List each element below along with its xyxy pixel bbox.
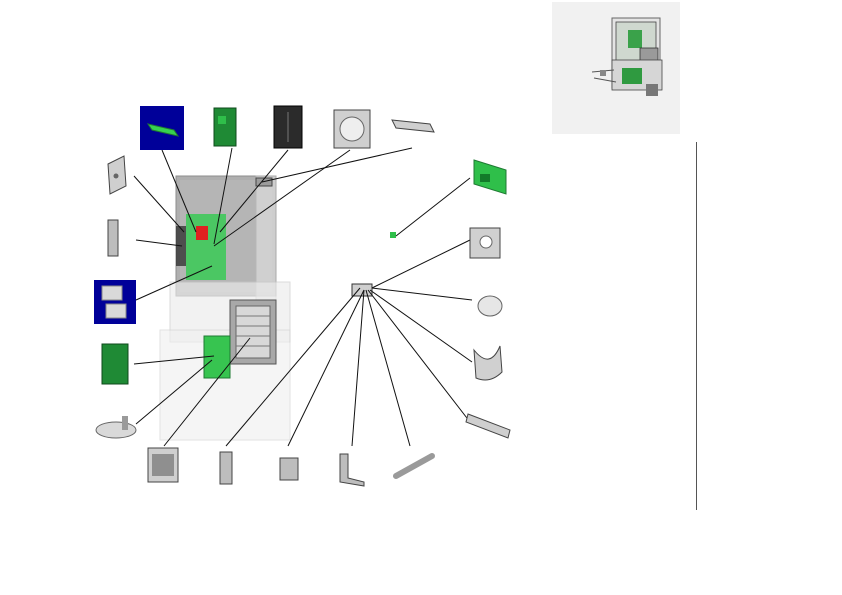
latch-icon [107, 219, 119, 257]
pcb-icon [473, 159, 507, 195]
cam-icon [473, 345, 503, 381]
main-assembly [159, 175, 396, 441]
pcb-icon [101, 343, 129, 385]
roller-icon [477, 295, 503, 317]
overview-thumbnail [591, 17, 663, 96]
fan-housing-icon [333, 109, 371, 149]
leader-lines [133, 147, 473, 447]
plate-icon [107, 155, 127, 195]
base-plate-icon [95, 416, 137, 439]
pcb-icon [213, 107, 237, 147]
rod-icon [393, 453, 435, 479]
bracket-icon [391, 119, 435, 133]
heatsink-icon [94, 280, 136, 324]
memory-module-icon [140, 106, 184, 150]
cover-plate-icon [273, 105, 303, 149]
hinge-icon [219, 451, 233, 485]
page-divider-line [696, 142, 697, 510]
square-plate-icon [469, 227, 501, 259]
arm-icon [465, 413, 511, 439]
cage-icon [147, 447, 179, 483]
connector-icon [279, 457, 299, 481]
l-bracket-icon [339, 453, 365, 487]
